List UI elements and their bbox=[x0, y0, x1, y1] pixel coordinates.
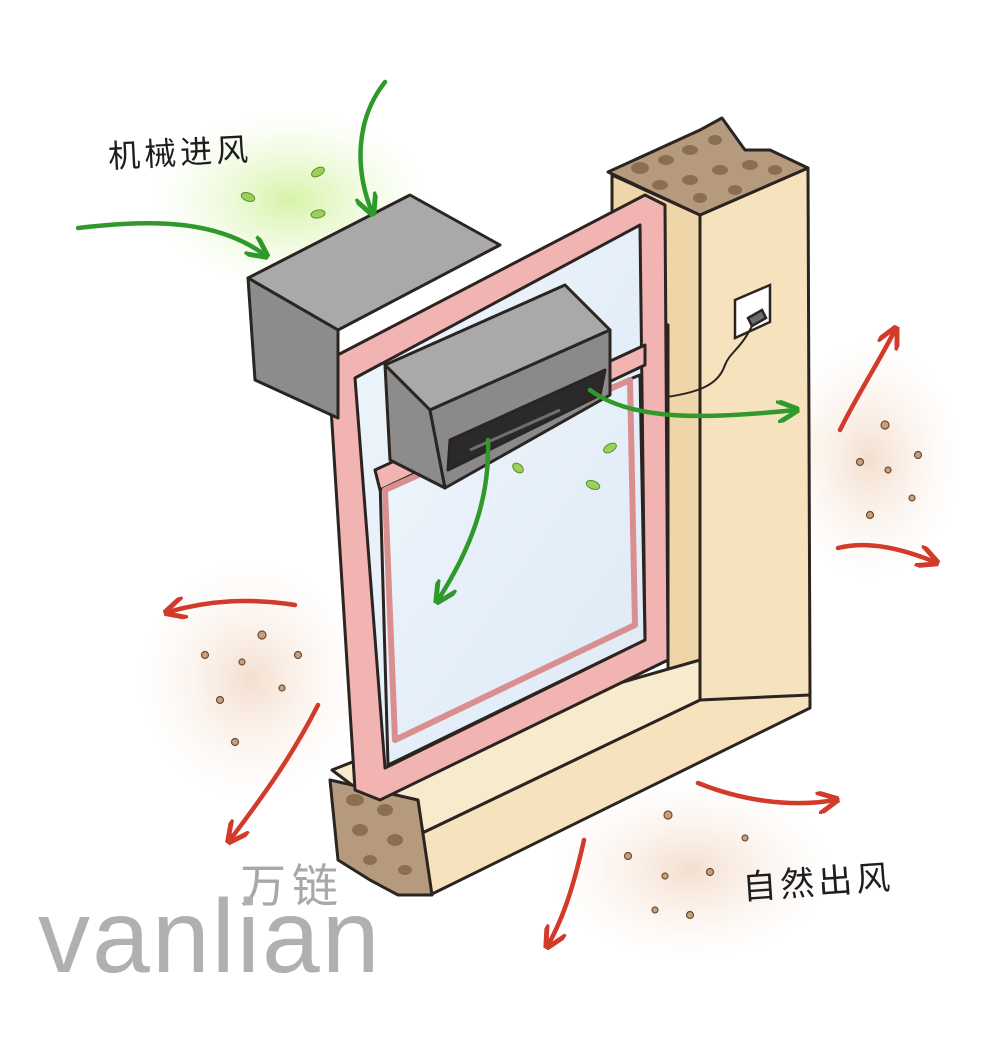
watermark-english: vanlian bbox=[38, 879, 382, 995]
leaf-particles bbox=[240, 166, 617, 490]
watermark-chinese: 万链 bbox=[240, 859, 344, 913]
brick-texture bbox=[346, 135, 782, 875]
wall bbox=[328, 116, 812, 897]
wall-outlet-icon bbox=[639, 283, 772, 401]
exhaust-arrows bbox=[168, 330, 935, 945]
intake-arrows bbox=[75, 79, 795, 600]
dust-particles bbox=[200, 420, 923, 920]
mechanical-intake-label: 机械进风 bbox=[107, 130, 254, 176]
